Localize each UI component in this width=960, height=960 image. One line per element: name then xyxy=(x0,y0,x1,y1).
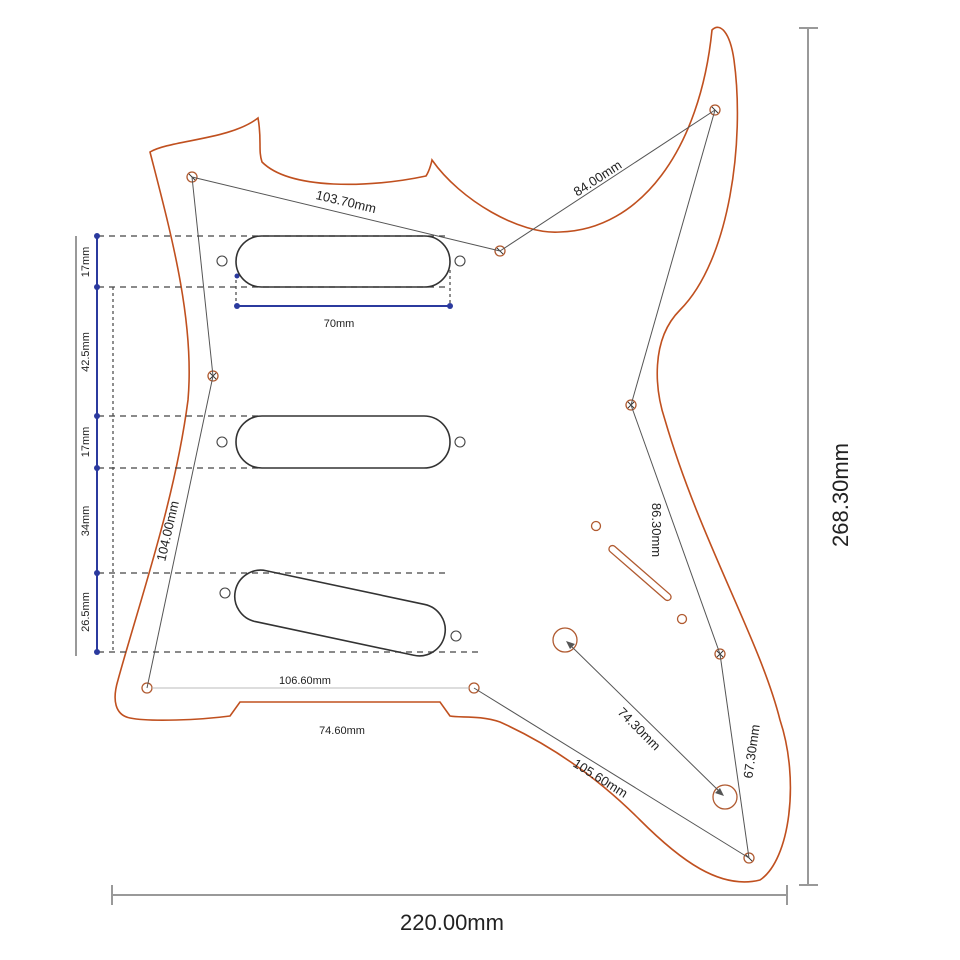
selector-switch-slot xyxy=(608,544,672,602)
neck-pickup xyxy=(216,235,466,288)
label-74-60: 74.60mm xyxy=(319,725,365,737)
pickup-screw-hole xyxy=(216,255,228,267)
spacing-label-5: 26.5mm xyxy=(80,592,92,632)
label-104-00: 104.00mm xyxy=(153,499,181,562)
pickguard-outline xyxy=(114,26,792,883)
bridge-pickup xyxy=(219,569,462,657)
measurement-lines xyxy=(146,109,750,859)
pickup-screw-hole xyxy=(216,436,228,448)
overall-height-label: 268.30mm xyxy=(828,443,853,547)
small-hole-1 xyxy=(590,520,602,532)
spacing-label-2: 42.5mm xyxy=(80,332,92,372)
controls xyxy=(552,520,738,810)
label-105-60: 105.60mm xyxy=(570,756,630,801)
pickup-screw-hole xyxy=(454,255,466,267)
measurement-labels: 103.70mm 84.00mm 86.30mm 67.30mm 104.00m… xyxy=(153,157,762,801)
overall-width-label: 220.00mm xyxy=(400,910,504,935)
pickup-screw-hole xyxy=(219,587,231,599)
overall-width-dimension: 220.00mm xyxy=(111,885,788,935)
pickup-spacing-scale: 17mm 42.5mm 17mm 34mm 26.5mm xyxy=(75,233,100,656)
knob-hole-lower xyxy=(712,784,738,810)
pickup-length-label: 70mm xyxy=(324,318,355,330)
label-84-00: 84.00mm xyxy=(571,157,625,199)
label-67-30: 67.30mm xyxy=(740,723,762,779)
knob-hole-upper xyxy=(552,627,578,653)
label-103-70: 103.70mm xyxy=(314,187,377,216)
overall-height-dimension: 268.30mm xyxy=(799,27,853,886)
screw-holes xyxy=(141,104,755,864)
pickup-screw-hole xyxy=(454,436,466,448)
spacing-label-4: 34mm xyxy=(80,506,92,537)
pickup-guides xyxy=(98,235,478,653)
label-106-60: 106.60mm xyxy=(279,675,331,687)
pickup-length-dimension: 70mm xyxy=(234,273,453,330)
label-74-30: 74.30mm xyxy=(615,704,664,753)
middle-pickup xyxy=(216,415,466,469)
label-86-30: 86.30mm xyxy=(649,503,664,557)
spacing-label-3: 17mm xyxy=(80,427,92,458)
small-hole-2 xyxy=(676,613,688,625)
pickup-screw-hole xyxy=(450,630,462,642)
spacing-label-1: 17mm xyxy=(80,247,92,278)
